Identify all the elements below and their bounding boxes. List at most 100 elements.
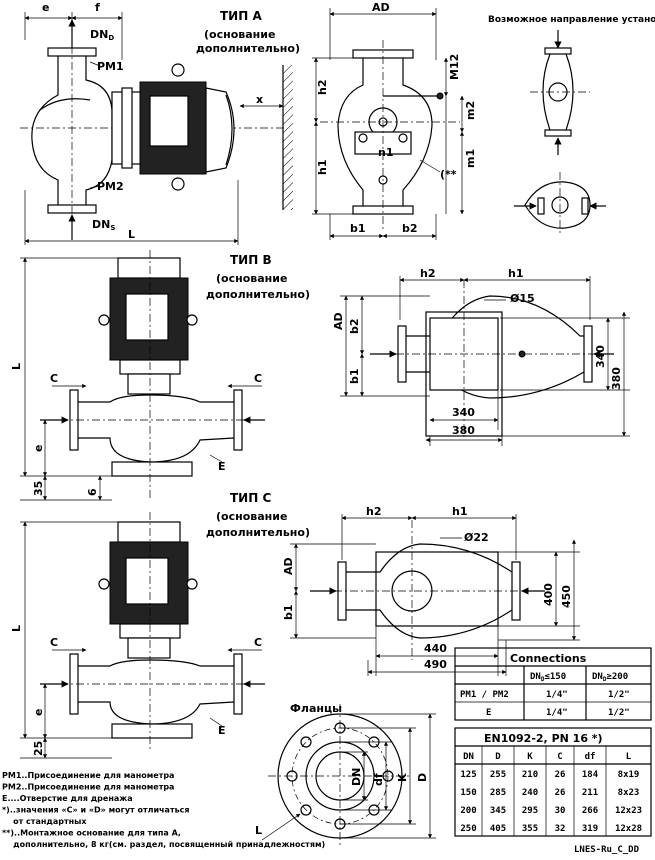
en-table-cell: 285 bbox=[490, 788, 506, 798]
dim-400v-label: 400 bbox=[542, 583, 555, 606]
dim-L-label-b: L bbox=[10, 363, 23, 370]
flange-DN-label: DN bbox=[350, 768, 363, 786]
conn-row-2-v1: 1/4" bbox=[546, 708, 568, 718]
en-table-cell: 12x28 bbox=[615, 824, 642, 834]
label-C-left-c: C bbox=[50, 636, 58, 649]
dim-AD-label-b: AD bbox=[332, 312, 345, 330]
type-a-subtitle-2: дополнительно) bbox=[196, 42, 300, 55]
pm2-label: PM2 bbox=[97, 180, 124, 193]
legend-line: **)..Монтажное основание для типа A, bbox=[2, 829, 181, 838]
en-table-header-1: D bbox=[495, 752, 501, 762]
dim-25-label: 25 bbox=[32, 741, 45, 756]
dns-sub: S bbox=[110, 224, 115, 232]
dnd-main: DN bbox=[90, 28, 108, 41]
connections-title: Connections bbox=[510, 652, 587, 665]
dim-f-label: f bbox=[95, 1, 100, 14]
pm1-label: PM1 bbox=[97, 60, 124, 73]
dim-AD-label-c: AD bbox=[282, 557, 295, 575]
connections-col2: DND≥200 bbox=[592, 672, 628, 683]
dim-35-label: 35 bbox=[32, 481, 45, 496]
type-b-labels: ТИП B (основание дополнительно) C C E L … bbox=[10, 253, 310, 496]
type-c-top-labels: h2 h1 Ø22 AD b1 400 450 440 490 bbox=[282, 505, 573, 671]
legend-line: E....Отверстие для дренажа bbox=[2, 794, 133, 803]
conn-row-2-label: E bbox=[486, 708, 491, 718]
dim-m1-label: m1 bbox=[464, 149, 477, 168]
flange-L-label: L bbox=[255, 824, 262, 837]
dim-6-label: 6 bbox=[86, 488, 99, 496]
dim-h1-label: h1 bbox=[316, 160, 329, 176]
dim-b1-label-b: b1 bbox=[348, 368, 361, 384]
legend-line: дополнительно, 8 кг(см. раздел, посвящен… bbox=[2, 840, 325, 849]
label-C-left: C bbox=[50, 372, 58, 385]
col2-cond: ≥200 bbox=[606, 672, 628, 682]
en-table-cell: 240 bbox=[522, 788, 538, 798]
legend-line: PM1..Присоединение для манометра bbox=[2, 771, 174, 780]
type-a-subtitle-1: (основание bbox=[204, 28, 275, 41]
type-c-side-view bbox=[20, 512, 265, 759]
flange-K-label: K bbox=[396, 773, 409, 782]
dim-h2-label-c: h2 bbox=[366, 505, 382, 518]
conn-row-1-label: PM1 / PM2 bbox=[460, 690, 509, 700]
type-b-title: ТИП B bbox=[230, 253, 272, 267]
en-table-cell: 125 bbox=[460, 770, 476, 780]
type-b-top-labels: h2 h1 Ø15 AD b2 b1 340 380 340 380 bbox=[332, 267, 623, 437]
dim-340h-label: 340 bbox=[452, 406, 475, 419]
dim-380h-label: 380 bbox=[452, 424, 475, 437]
label-C-right: C bbox=[254, 372, 262, 385]
dnd-label: DND bbox=[90, 28, 114, 42]
en-table-cell: 250 bbox=[460, 824, 476, 834]
legend-line: *)..значения «C» и «D» могут отличаться bbox=[2, 806, 190, 815]
type-c-title: ТИП C bbox=[230, 491, 271, 505]
dim-M12-label: M12 bbox=[448, 54, 461, 80]
label-E: E bbox=[218, 460, 226, 473]
dim-380v-label: 380 bbox=[610, 367, 623, 390]
dim-450v-label: 450 bbox=[560, 585, 573, 608]
connections-table: Connections DND≤150 DND≥200 PM1 / PM2 1/… bbox=[454, 647, 652, 721]
en-table-cell: 150 bbox=[460, 788, 476, 798]
dim-340v-label: 340 bbox=[594, 345, 607, 368]
en-table-header-2: K bbox=[527, 752, 533, 762]
en-table-header-5: L bbox=[626, 752, 632, 762]
en-table-header-0: DN bbox=[463, 752, 474, 762]
type-a-front-labels: AD M12 h2 h1 m2 m1 n1 (** b1 b2 bbox=[316, 1, 477, 235]
dim-n1-label: n1 bbox=[378, 146, 394, 159]
conn-row-1-v2: 1/2" bbox=[608, 690, 630, 700]
dim-h2-label-b: h2 bbox=[420, 267, 436, 280]
dim-e-label-b: e bbox=[32, 445, 45, 452]
flanges-title: Фланцы bbox=[290, 702, 342, 715]
legend-line: PM2..Присоединение для манометра bbox=[2, 783, 174, 792]
dim-h2-label: h2 bbox=[316, 80, 329, 96]
dns-main: DN bbox=[92, 218, 110, 231]
dim-L-label-c: L bbox=[10, 625, 23, 632]
dim-o15-label: Ø15 bbox=[510, 292, 535, 305]
en-table-cell: 26 bbox=[555, 770, 566, 780]
en-table-cell: 345 bbox=[490, 806, 506, 816]
install-orientation: Возможное направление установки bbox=[488, 15, 655, 236]
dim-b2-label-b: b2 bbox=[348, 318, 361, 334]
type-c-top-view bbox=[290, 514, 580, 676]
type-b-subtitle-2: дополнительно) bbox=[206, 288, 310, 301]
legend: PM1..Присоединение для манометраPM2..При… bbox=[2, 771, 325, 849]
en-table-cell: 295 bbox=[522, 806, 538, 816]
type-c-subtitle-1: (основание bbox=[216, 510, 287, 523]
dim-AD-label: AD bbox=[372, 1, 390, 14]
dim-490h-label: 490 bbox=[424, 658, 447, 671]
en-table-header-4: df bbox=[585, 752, 596, 762]
en-table-cell: 200 bbox=[460, 806, 476, 816]
dim-b2-label: b2 bbox=[402, 222, 418, 235]
dim-o22-label: Ø22 bbox=[464, 531, 489, 544]
dim-b1-label: b1 bbox=[350, 222, 366, 235]
col1-sub: D bbox=[541, 676, 545, 683]
type-a-side-view bbox=[20, 12, 293, 245]
dim-L-label: L bbox=[128, 228, 135, 241]
label-E-c: E bbox=[218, 724, 226, 737]
en-table-cell: 32 bbox=[555, 824, 566, 834]
en-table-cell: 12x23 bbox=[615, 806, 642, 816]
drawing-code: LNES-Ru_C_DD bbox=[574, 845, 640, 855]
col1-cond: ≤150 bbox=[544, 672, 566, 682]
en-table-header-3: C bbox=[557, 752, 562, 762]
en-table-cell: 405 bbox=[490, 824, 506, 834]
en-table-cell: 8x19 bbox=[618, 770, 640, 780]
conn-row-1-v1: 1/4" bbox=[546, 690, 568, 700]
